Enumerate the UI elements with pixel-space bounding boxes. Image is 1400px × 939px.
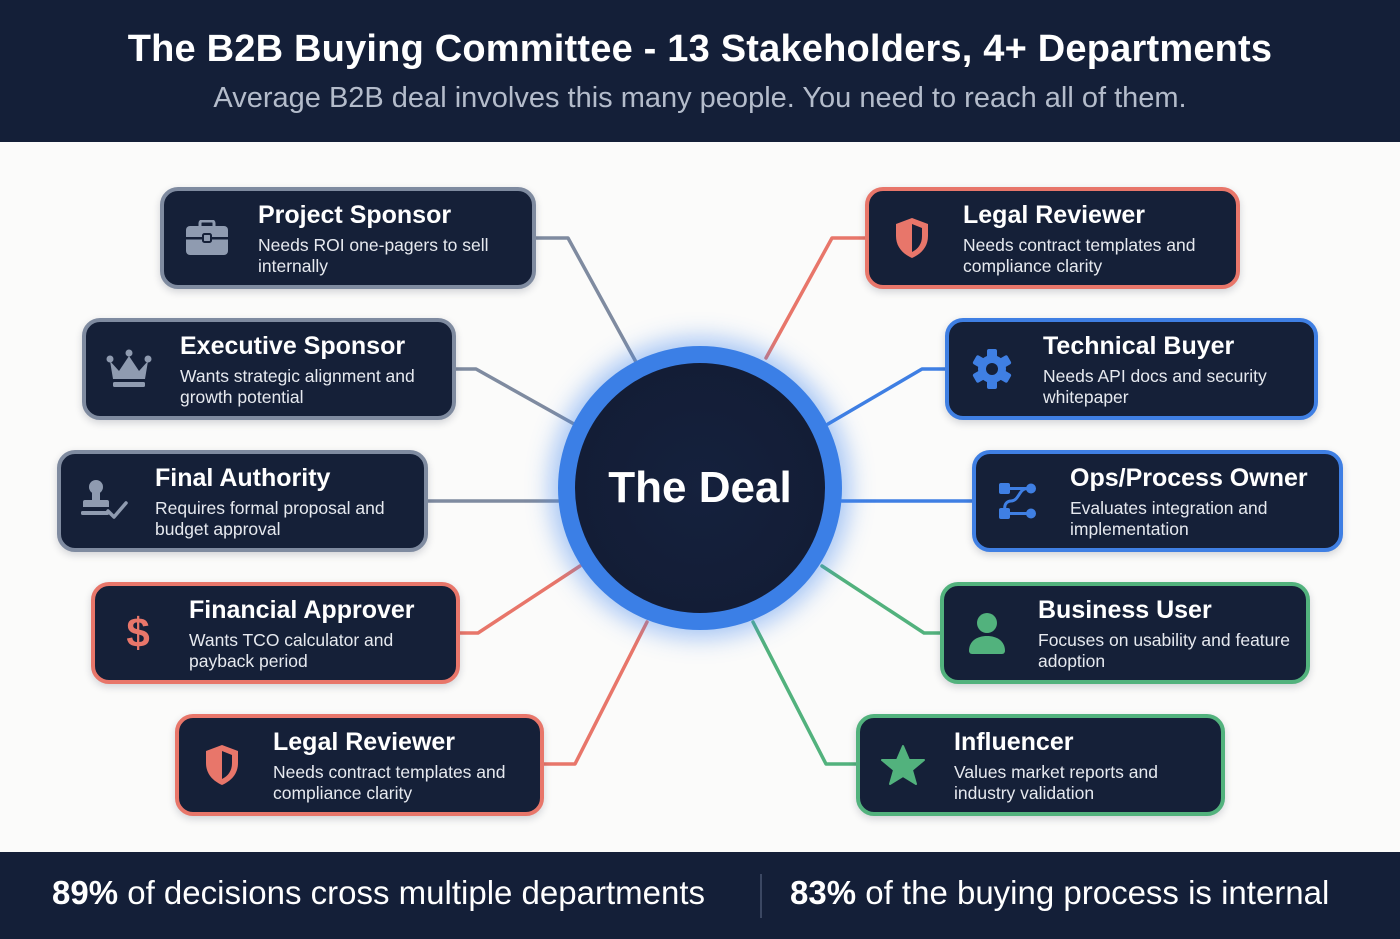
dollar-icon: $	[126, 609, 150, 656]
connector-legal-reviewer-right	[764, 236, 868, 360]
card-executive-sponsor[interactable]: Executive Sponsor Wants strategic alignm…	[82, 318, 456, 420]
card-legal-reviewer-right[interactable]: Legal Reviewer Needs contract templates …	[865, 187, 1240, 289]
footer-stats-bar: 89% of decisions cross multiple departme…	[0, 852, 1400, 939]
stat-text: of decisions cross multiple departments	[118, 874, 705, 911]
shield-icon	[887, 215, 937, 261]
gear-icon	[967, 346, 1017, 392]
card-description: Wants strategic alignment and growth pot…	[180, 366, 415, 407]
workflow-icon	[994, 478, 1044, 524]
card-final-authority[interactable]: Final Authority Requires formal proposal…	[57, 450, 428, 552]
stat-cross-department: 89% of decisions cross multiple departme…	[52, 874, 705, 912]
connector-executive-sponsor	[453, 367, 576, 426]
card-description: Values market reports and industry valid…	[954, 762, 1158, 803]
card-title: Financial Approver	[189, 596, 415, 624]
page-title: The B2B Buying Committee - 13 Stakeholde…	[127, 28, 1273, 70]
card-description: Wants TCO calculator and payback period	[189, 630, 394, 671]
stat-text: of the buying process is internal	[856, 874, 1330, 911]
card-title: Legal Reviewer	[273, 728, 456, 756]
card-description: Needs contract templates and compliance …	[963, 235, 1196, 276]
deal-hub-inner: The Deal	[575, 363, 825, 613]
card-title: Business User	[1038, 596, 1212, 624]
connector-financial-approver	[457, 564, 582, 635]
card-technical-buyer[interactable]: Technical Buyer Needs API docs and secur…	[945, 318, 1318, 420]
card-title: Technical Buyer	[1043, 332, 1235, 360]
deal-hub: The Deal	[558, 346, 842, 630]
crown-icon	[104, 346, 154, 392]
stat-divider	[760, 874, 762, 918]
card-title: Executive Sponsor	[180, 332, 406, 360]
card-title: Ops/Process Owner	[1070, 464, 1308, 492]
user-icon	[962, 610, 1012, 656]
card-title: Project Sponsor	[258, 201, 452, 229]
connector-business-user	[820, 564, 943, 635]
connector-technical-buyer	[826, 367, 948, 426]
header-banner: The B2B Buying Committee - 13 Stakeholde…	[0, 0, 1400, 142]
card-description: Needs contract templates and compliance …	[273, 762, 506, 803]
card-description: Needs API docs and security whitepaper	[1043, 366, 1267, 407]
card-project-sponsor[interactable]: Project Sponsor Needs ROI one-pagers to …	[160, 187, 536, 289]
deal-label: The Deal	[608, 463, 792, 512]
card-title: Influencer	[954, 728, 1074, 756]
briefcase-icon	[182, 215, 232, 261]
card-business-user[interactable]: Business User Focuses on usability and f…	[940, 582, 1310, 684]
connector-legal-reviewer-left	[541, 620, 649, 766]
star-icon	[878, 742, 928, 788]
card-title: Final Authority	[155, 464, 331, 492]
connector-influencer	[751, 620, 860, 766]
card-legal-reviewer-left[interactable]: Legal Reviewer Needs contract templates …	[175, 714, 544, 816]
stamp-check-icon	[79, 478, 129, 524]
card-ops-process-owner[interactable]: Ops/Process Owner Evaluates integration …	[972, 450, 1343, 552]
stat-value: 89%	[52, 874, 119, 911]
stat-value: 83%	[790, 874, 857, 911]
card-title: Legal Reviewer	[963, 201, 1146, 229]
card-description: Requires formal proposal and budget appr…	[155, 498, 385, 539]
card-description: Focuses on usability and feature adoptio…	[1038, 630, 1290, 671]
page-subtitle: Average B2B deal involves this many peop…	[213, 82, 1187, 114]
shield-icon	[197, 742, 247, 788]
card-influencer[interactable]: Influencer Values market reports and ind…	[856, 714, 1225, 816]
stat-internal-process: 83% of the buying process is internal	[790, 874, 1329, 912]
card-description: Needs ROI one-pagers to sell internally	[258, 235, 489, 276]
connector-project-sponsor	[533, 236, 638, 364]
card-financial-approver[interactable]: $ Financial Approver Wants TCO calculato…	[91, 582, 460, 684]
card-description: Evaluates integration and implementation	[1070, 498, 1268, 539]
